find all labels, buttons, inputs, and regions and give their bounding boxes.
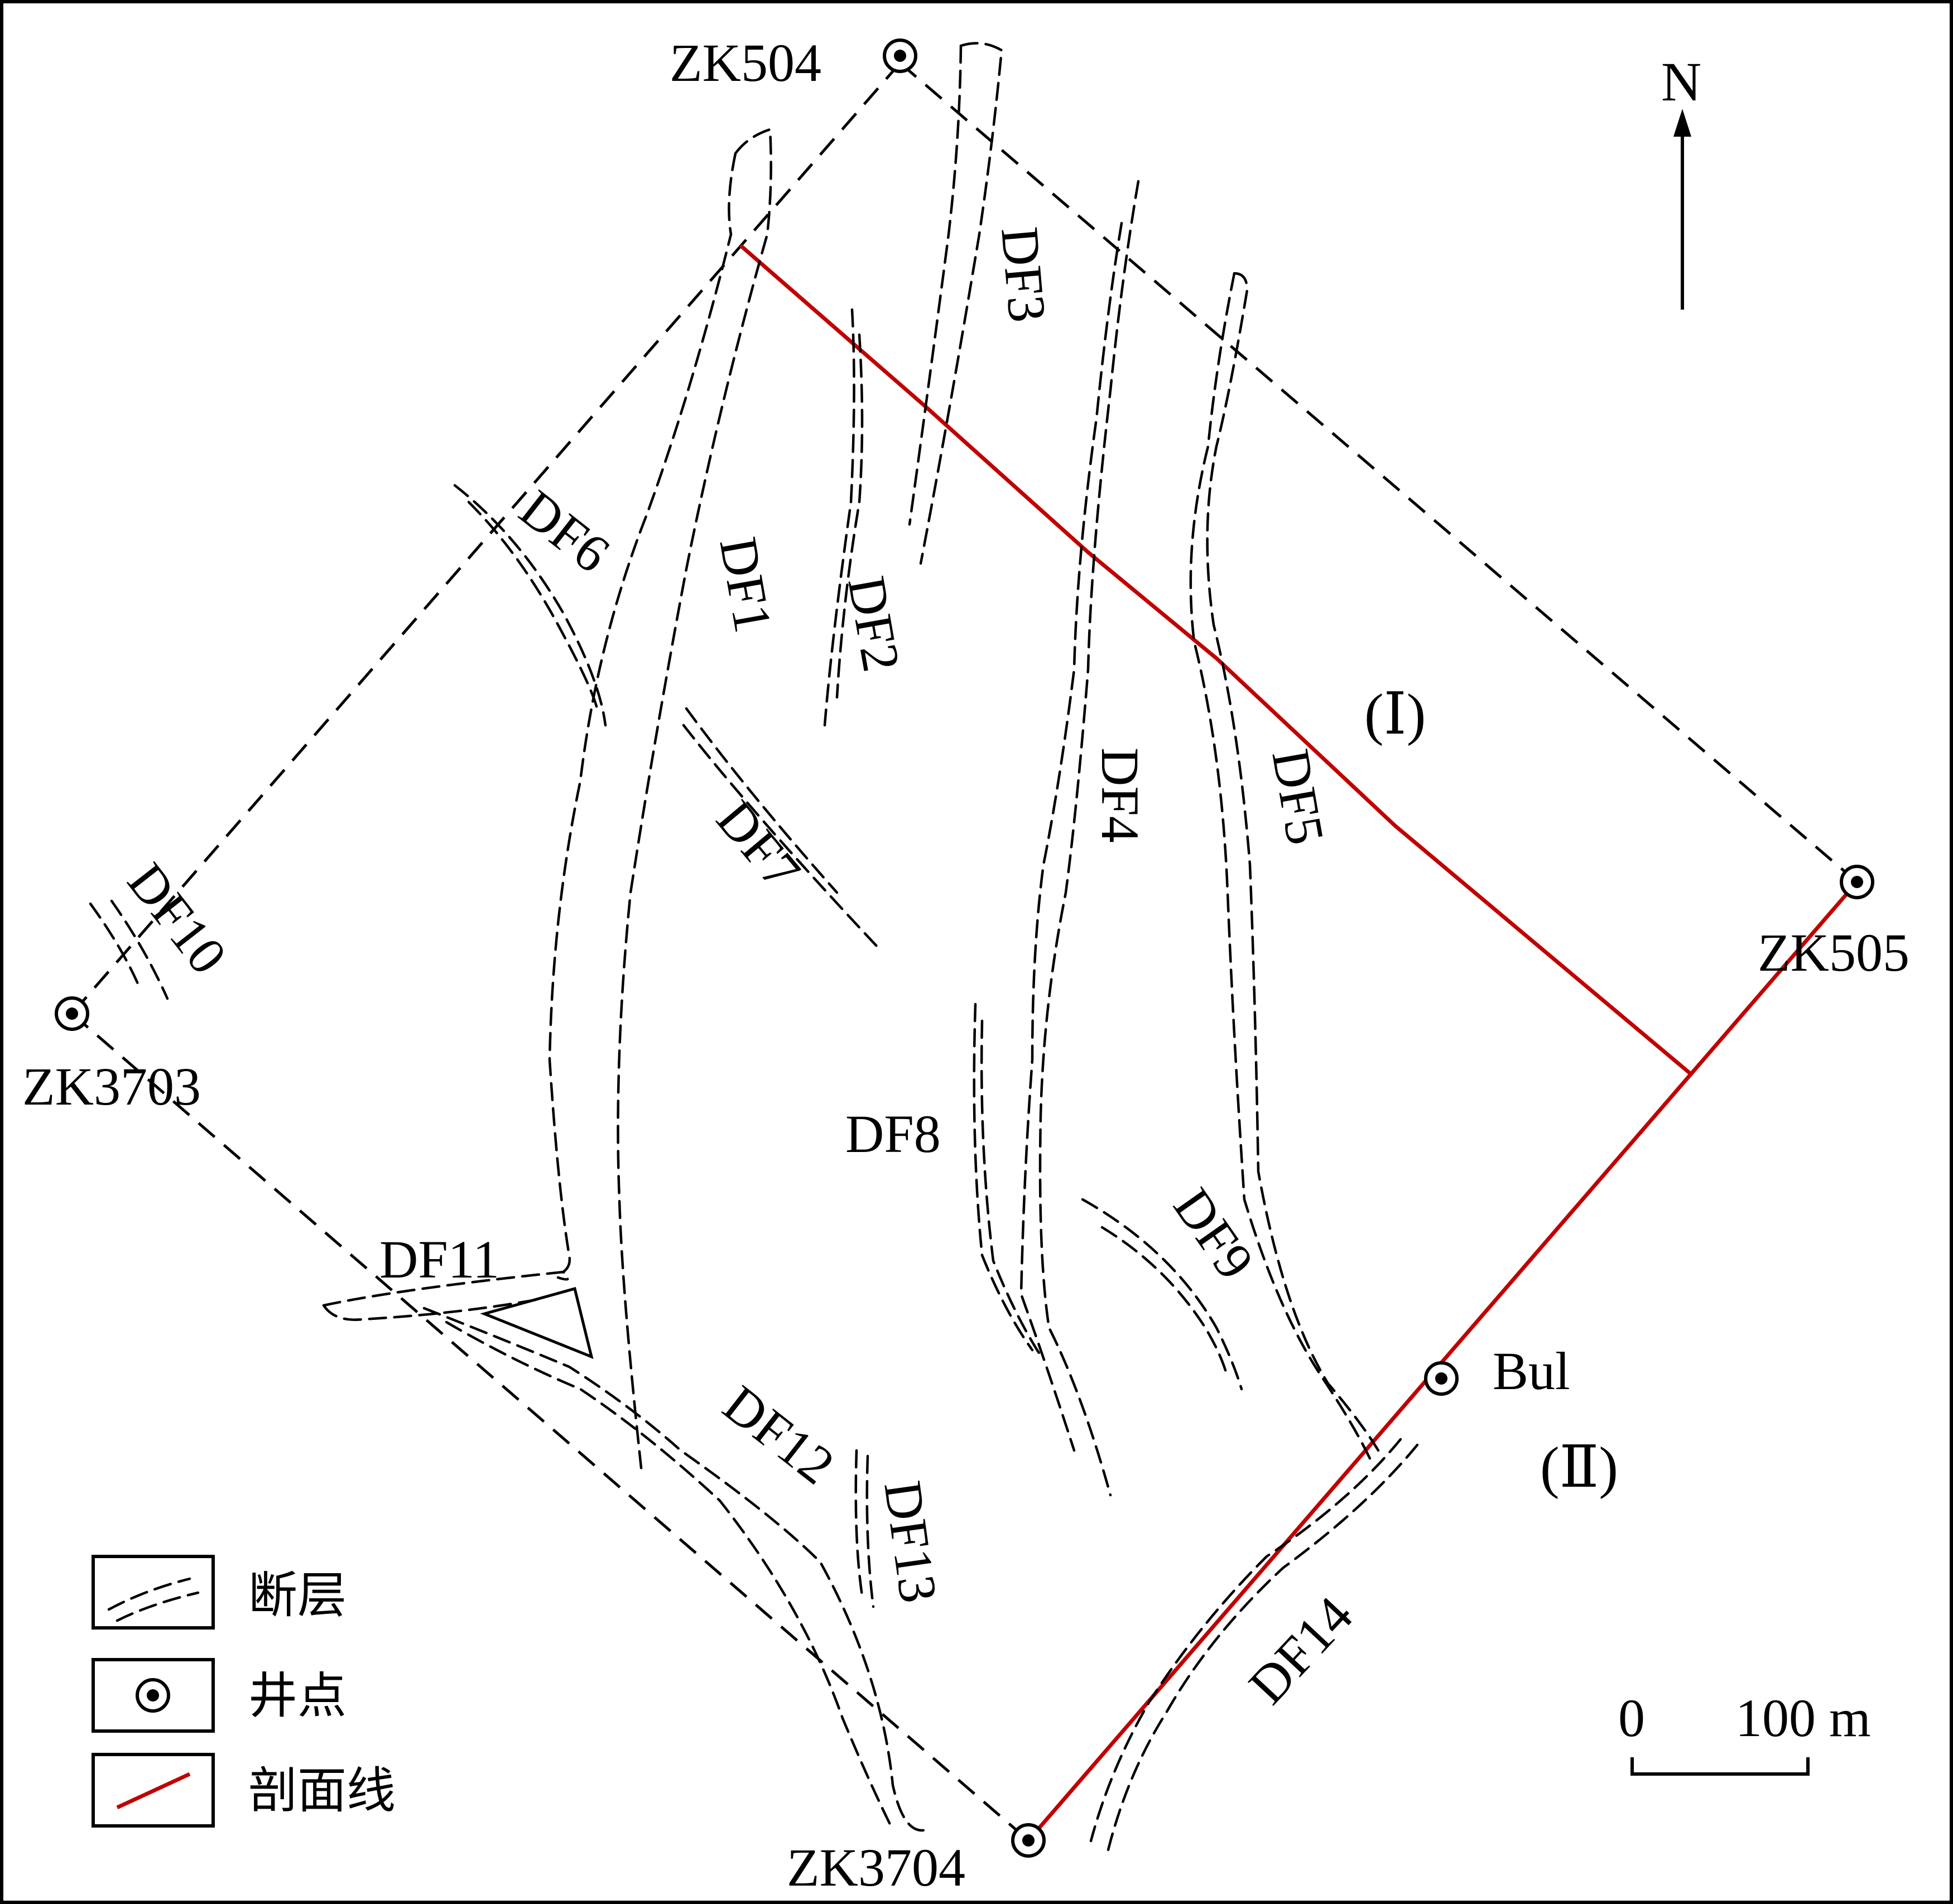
legend-item-well: 井点 [92, 1658, 347, 1733]
fault-df7-south [682, 724, 881, 950]
fault-df8-east [980, 1019, 1042, 1357]
north-arrow-icon [1673, 109, 1691, 310]
fault-df12-north [422, 1307, 928, 1832]
well-point-icon [1011, 1823, 1046, 1858]
fault-df2-west [823, 308, 855, 727]
scale-bar [1630, 1757, 1810, 1776]
scale-label-end: 100 m [1735, 1688, 1871, 1748]
fault-df10-east [110, 899, 169, 1000]
fault-df1-west [548, 152, 737, 1276]
fault-df14-north [1106, 1443, 1419, 1854]
well-point-icon [55, 996, 89, 1031]
well-label-zk505: ZK505 [1758, 923, 1909, 982]
study-area-boundary [71, 62, 1858, 1842]
fault-df13-east [865, 1454, 875, 1608]
fault-df4-west [1019, 221, 1123, 1452]
well-label-zk504: ZK504 [670, 33, 821, 93]
region-label-2: (Ⅱ) [1540, 1435, 1618, 1500]
well-point-icon [883, 38, 917, 73]
fault-df13-west [854, 1449, 864, 1597]
fault-df2-east [835, 333, 864, 699]
fault-df6-south [467, 500, 599, 710]
fault-df9-south [1100, 1226, 1229, 1380]
legend-label-fault: 断层 [248, 1566, 347, 1624]
fault-df5-west [1189, 272, 1374, 1466]
fault-label-df11: DF11 [379, 1230, 499, 1289]
fault-block-triangle [480, 1286, 594, 1360]
fault-df1-east [617, 128, 772, 1474]
fault-df12-south [445, 1320, 894, 1831]
fault-df11-north [322, 1270, 570, 1307]
fault-lines [89, 42, 1419, 1854]
fault-df8-west [973, 1002, 1034, 1352]
fault-label-df3: DF3 [990, 225, 1057, 325]
well-label-zk3704: ZK3704 [787, 1838, 965, 1897]
fault-df10-west [89, 902, 141, 989]
well-point-icon [1840, 865, 1874, 899]
region-label-1: (Ⅰ) [1364, 682, 1426, 746]
fault-df11-south [322, 1298, 537, 1321]
fault-df9-north [1081, 1198, 1243, 1391]
fault-label-df4: DF4 [1090, 748, 1150, 843]
legend-label-well: 井点 [248, 1667, 347, 1724]
fault-df3-west [908, 44, 963, 526]
scale-label-start: 0 [1618, 1688, 1645, 1748]
fault-df14-south [1089, 1438, 1402, 1843]
well-markers [55, 38, 1874, 1858]
fault-df4-east [1038, 180, 1140, 1497]
legend-item-fault: 断层 [92, 1555, 347, 1630]
well-label-zk3703: ZK3703 [22, 1057, 201, 1116]
fault-df3-east [919, 42, 1003, 565]
well-label-bul: Bul [1493, 1341, 1570, 1401]
fault-df6-north [453, 484, 607, 727]
well-point-icon [136, 1678, 170, 1713]
fault-df5-east [1206, 272, 1380, 1452]
north-label: N [1661, 51, 1701, 113]
legend-label-profile: 剖面线 [248, 1762, 396, 1819]
legend: 断层 井点 剖面线 [92, 1555, 396, 1828]
legend-item-profile: 剖面线 [92, 1753, 396, 1828]
profile-lines [739, 244, 1859, 1842]
fault-label-df8: DF8 [845, 1104, 941, 1164]
fault-df7-north [685, 707, 839, 894]
well-point-icon [1424, 1361, 1459, 1396]
